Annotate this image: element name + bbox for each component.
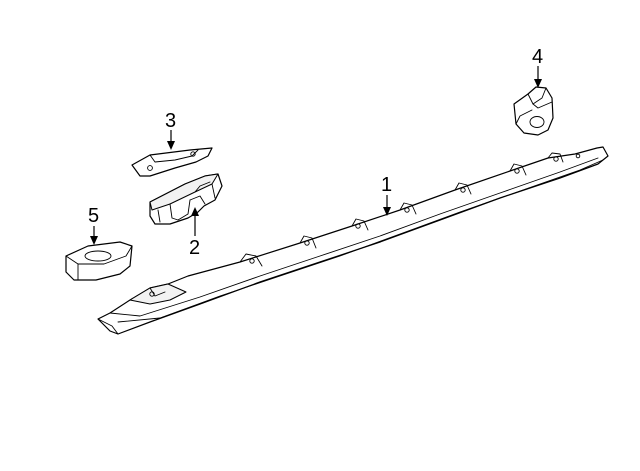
callout-4: 4 — [532, 46, 543, 68]
part-3-plate — [131, 147, 213, 177]
callout-3: 3 — [165, 110, 176, 132]
part-2-jack-bracket — [149, 173, 223, 225]
part-1-rocker-panel — [97, 146, 609, 335]
callout-5: 5 — [88, 205, 99, 227]
callout-arrows — [90, 66, 542, 245]
part-5-pad — [65, 241, 133, 281]
part-4-bump-stop — [513, 86, 554, 136]
callout-2: 2 — [189, 237, 200, 259]
callout-1: 1 — [381, 174, 392, 196]
